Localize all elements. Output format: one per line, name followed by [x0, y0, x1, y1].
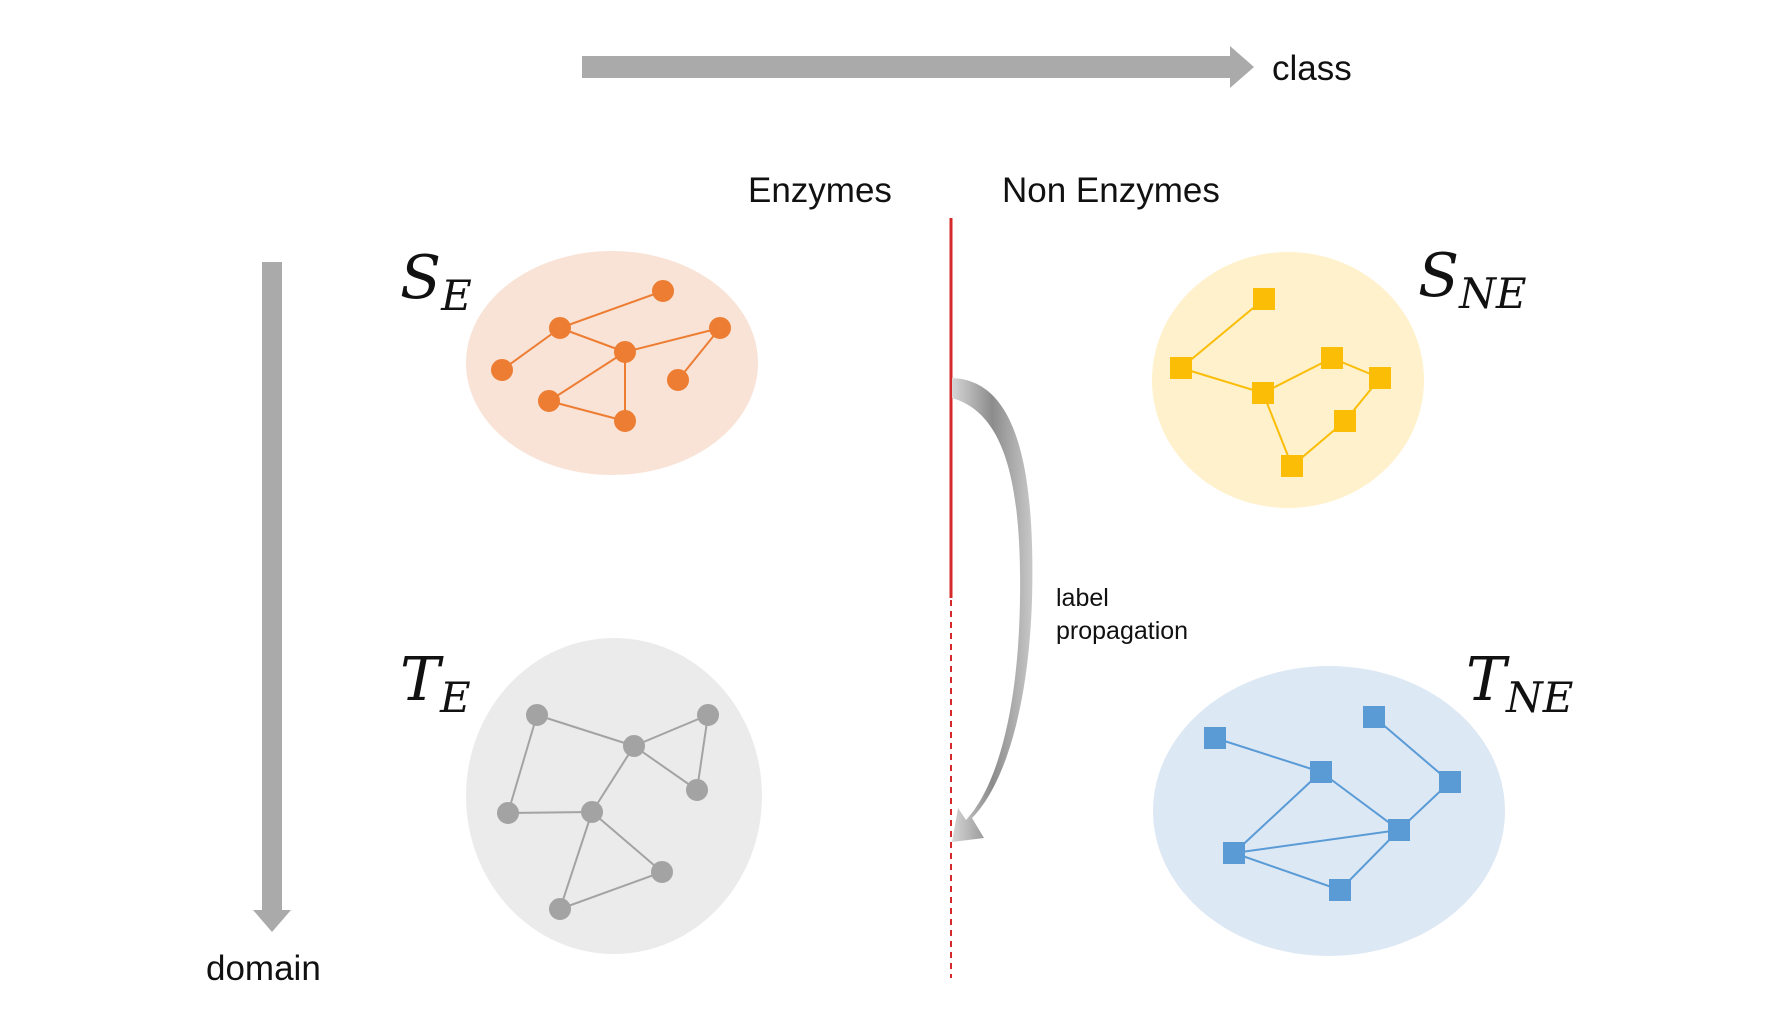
domain-axis-label: domain [206, 949, 321, 988]
label-propagation-arrow [952, 378, 1033, 842]
source-enzymes-symbol: SE [400, 243, 472, 320]
graph-node [652, 280, 674, 302]
source-enzymes-graph [491, 280, 731, 432]
target-non-enzymes-graph [1204, 706, 1461, 901]
graph-edge [1262, 392, 1293, 467]
source-non-enzymes-graph [1170, 288, 1391, 477]
graph-edge [1262, 357, 1333, 394]
graph-edge [1373, 716, 1451, 783]
graph-edge [696, 714, 709, 791]
graph-node [1223, 842, 1245, 864]
graph-node [1170, 357, 1192, 379]
graph-node [491, 359, 513, 381]
graph-node [581, 801, 603, 823]
source-non-enzymes-symbol: SNE [1418, 241, 1527, 318]
graph-edge [536, 714, 635, 747]
graph-node [1329, 879, 1351, 901]
enzymes-header: Enzymes [748, 171, 892, 210]
graph-node [1334, 410, 1356, 432]
graph-edge [1214, 737, 1322, 773]
graph-node [686, 779, 708, 801]
graph-node [497, 802, 519, 824]
target-enzymes-cluster [466, 638, 762, 954]
graph-node [651, 861, 673, 883]
graph-edge [1320, 771, 1400, 831]
graph-edge [548, 351, 626, 402]
propagation-label-line2: propagation [1056, 617, 1188, 645]
target-enzymes-symbol: TE [400, 645, 471, 722]
graph-node [549, 898, 571, 920]
graph-edge [624, 327, 721, 353]
target-non-enzymes-cluster [1153, 666, 1505, 956]
graph-node [1321, 347, 1343, 369]
target-enzymes-graph [497, 704, 719, 920]
graph-node [614, 341, 636, 363]
graph-edge [633, 745, 698, 791]
graph-node [1252, 382, 1274, 404]
graph-edge [1180, 298, 1265, 369]
graph-edge [591, 745, 635, 813]
graph-node [1439, 771, 1461, 793]
graph-node [709, 317, 731, 339]
graph-edge [591, 811, 663, 873]
graph-edge [677, 327, 721, 381]
source-enzymes-cluster [466, 251, 758, 475]
class-arrow [582, 46, 1254, 88]
target-non-enzymes-symbol: TNE [1466, 645, 1573, 722]
graph-edge [559, 871, 663, 910]
graph-node [538, 390, 560, 412]
graph-node [614, 410, 636, 432]
graph-edge [501, 327, 561, 371]
graph-node [526, 704, 548, 726]
non-enzymes-header: Non Enzymes [1002, 171, 1220, 210]
graph-edge [633, 714, 709, 747]
graph-node [1363, 706, 1385, 728]
graph-edge [1233, 829, 1400, 854]
graph-edge [548, 400, 626, 422]
graph-edge [507, 811, 593, 814]
graph-node [1310, 761, 1332, 783]
graph-node [667, 369, 689, 391]
graph-node [1388, 819, 1410, 841]
domain-arrow [253, 262, 291, 932]
graph-edge [507, 714, 538, 814]
propagation-label-line1: label [1056, 584, 1109, 612]
graph-node [1204, 727, 1226, 749]
graph-edge [1180, 367, 1264, 394]
graph-edge [559, 811, 593, 910]
graph-node [1369, 367, 1391, 389]
graph-edge [1233, 771, 1322, 854]
graph-node [549, 317, 571, 339]
graph-node [1281, 455, 1303, 477]
graph-node [1253, 288, 1275, 310]
graph-edge [559, 290, 664, 329]
graph-edge [559, 327, 626, 353]
graph-node [623, 735, 645, 757]
graph-edge [1233, 852, 1341, 891]
graph-node [697, 704, 719, 726]
class-axis-label: class [1272, 49, 1352, 88]
